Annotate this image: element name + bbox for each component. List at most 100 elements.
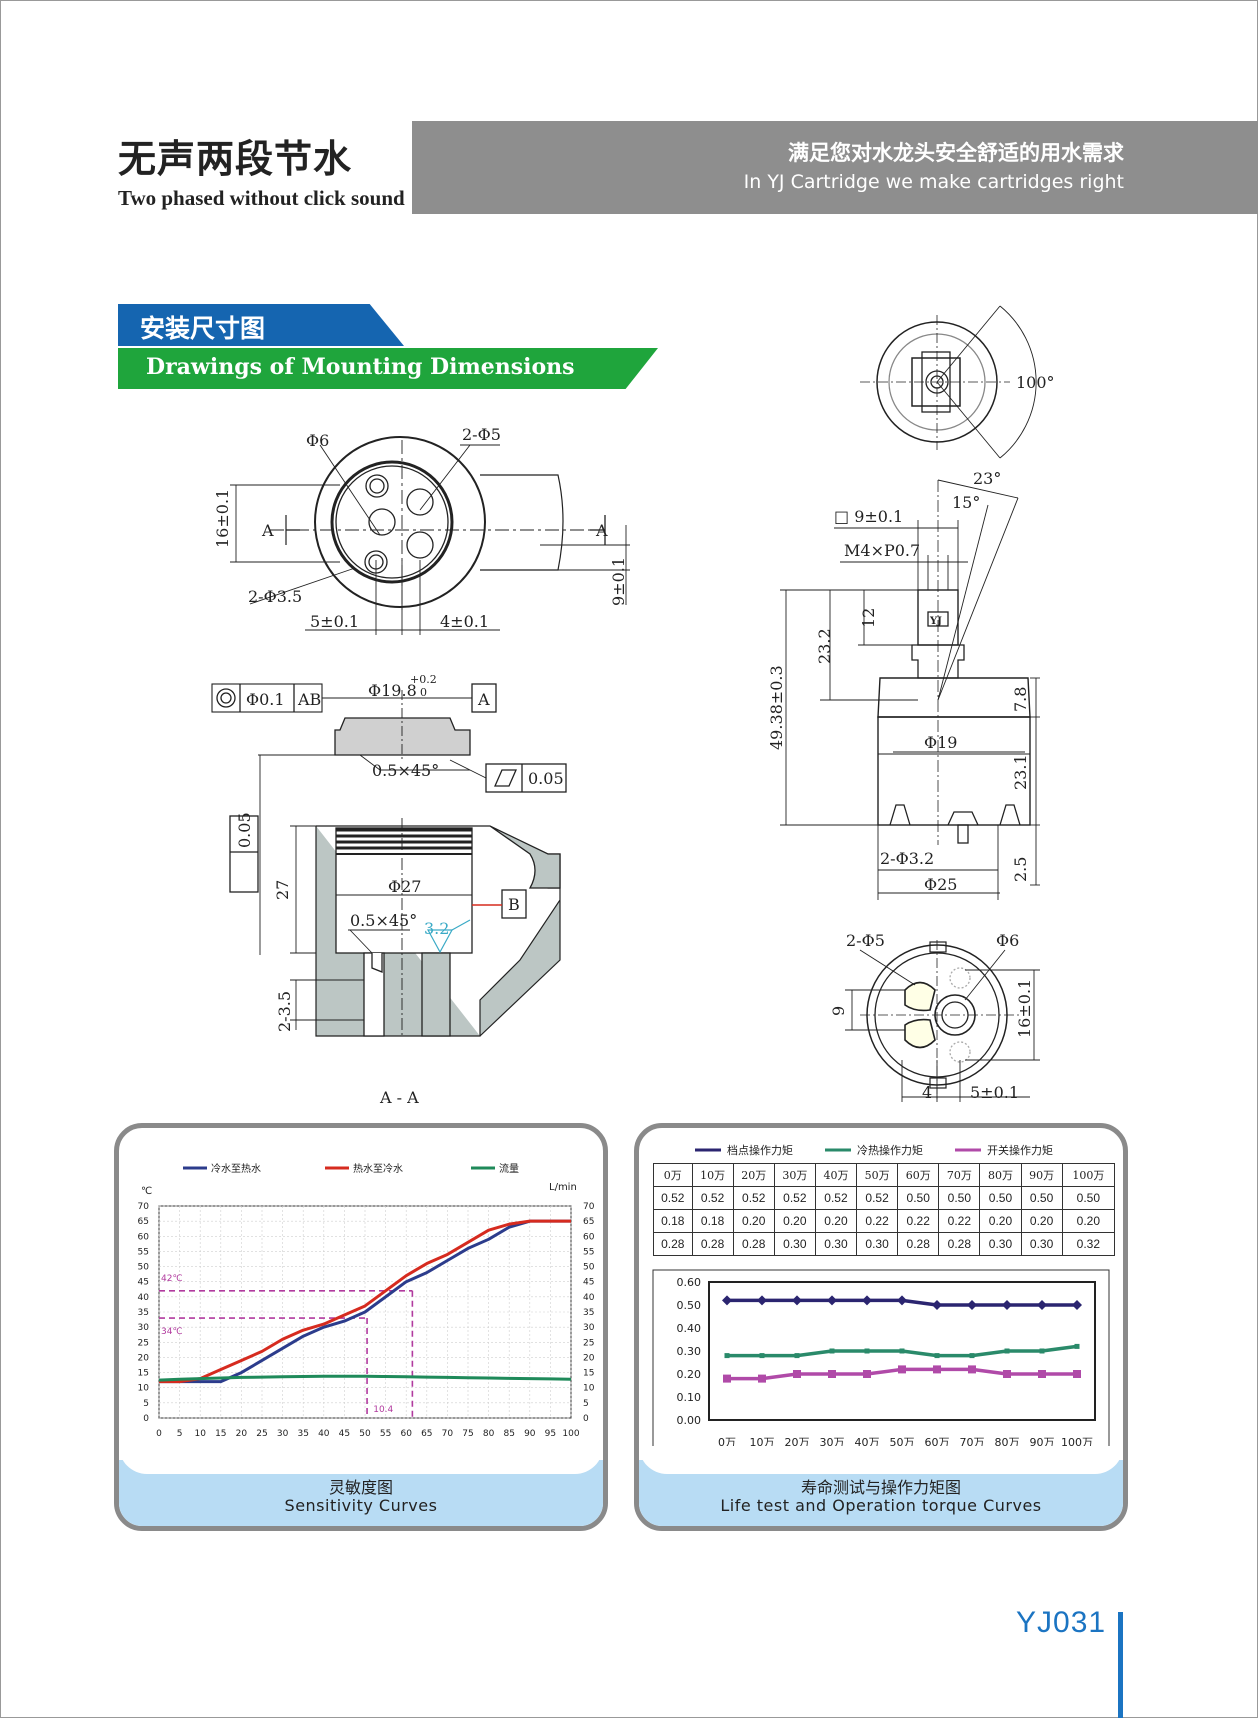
sensitivity-y-tick-left: 30 bbox=[138, 1323, 150, 1333]
sensitivity-x-tick: 5 bbox=[177, 1429, 183, 1439]
page-code: YJ031 bbox=[1016, 1606, 1107, 1639]
torque-point bbox=[794, 1353, 800, 1359]
torque-table-cell: 0.28 bbox=[732, 1232, 775, 1256]
torque-table-cell: 0.32 bbox=[1061, 1232, 1116, 1256]
torque-table-cell: 0.50 bbox=[1020, 1186, 1063, 1210]
torque-table-cell: 0.30 bbox=[1020, 1232, 1063, 1256]
torque-point bbox=[864, 1348, 870, 1354]
torque-table-cell: 0.52 bbox=[814, 1186, 858, 1210]
sensitivity-legend-label: 冷水至热水 bbox=[211, 1162, 261, 1175]
label-bottom-phi6: Φ6 bbox=[996, 931, 1019, 950]
torque-point bbox=[793, 1370, 801, 1378]
sensitivity-x-tick: 60 bbox=[400, 1429, 412, 1439]
torque-table-header: 60万 bbox=[897, 1163, 940, 1187]
annotation-34: 34℃ bbox=[161, 1327, 183, 1337]
torque-point bbox=[1037, 1300, 1047, 1310]
torque-x-tick: 10万 bbox=[750, 1436, 775, 1449]
label-tol-plus: +0.2 bbox=[410, 673, 437, 686]
sensitivity-y-tick-right: 45 bbox=[583, 1278, 594, 1288]
sensitivity-y-tick-right: 60 bbox=[583, 1232, 595, 1242]
label-flatness: 0.05 bbox=[528, 769, 564, 788]
label-78: 7.8 bbox=[1011, 687, 1030, 712]
page-title-cn: 无声两段节水 bbox=[118, 136, 353, 181]
sensitivity-x-tick: 70 bbox=[442, 1429, 454, 1439]
label-thread: M4×P0.7 bbox=[844, 541, 920, 560]
torque-table-header: 20万 bbox=[732, 1163, 775, 1187]
torque-point bbox=[863, 1370, 871, 1378]
sensitivity-y-tick-left: 15 bbox=[138, 1369, 149, 1379]
torque-legend-label: 开关操作力矩 bbox=[987, 1143, 1053, 1157]
sensitivity-y-tick-right: 50 bbox=[583, 1263, 595, 1273]
sensitivity-y-tick-right: 65 bbox=[583, 1217, 594, 1227]
torque-x-tick: 60万 bbox=[925, 1436, 950, 1449]
brand-mark: YJ bbox=[929, 616, 942, 627]
label-bottom-2phi5: 2-Φ5 bbox=[846, 931, 885, 950]
torque-table-header: 90万 bbox=[1020, 1163, 1063, 1187]
torque-point bbox=[933, 1365, 941, 1374]
sensitivity-x-tick: 10 bbox=[194, 1429, 206, 1439]
torque-table-cell: 0.20 bbox=[1020, 1209, 1063, 1233]
sensitivity-x-tick: 0 bbox=[156, 1429, 162, 1439]
torque-point bbox=[827, 1295, 837, 1306]
torque-table-cell: 0.28 bbox=[938, 1232, 981, 1256]
torque-table-cell: 0.50 bbox=[897, 1186, 940, 1210]
sensitivity-y-tick-right: 55 bbox=[583, 1247, 594, 1257]
sensitivity-y-tick-left: 10 bbox=[138, 1384, 150, 1394]
torque-table-header: 100万 bbox=[1061, 1163, 1116, 1187]
label-4: 4±0.1 bbox=[440, 612, 489, 631]
torque-x-tick: 20万 bbox=[785, 1436, 810, 1449]
sensitivity-x-tick: 80 bbox=[483, 1429, 495, 1439]
torque-table-cell: 0.50 bbox=[979, 1186, 1022, 1210]
torque-caption: 寿命测试与操作力矩图 Life test and Operation torqu… bbox=[639, 1446, 1123, 1526]
sensitivity-x-tick: 65 bbox=[421, 1429, 432, 1439]
torque-point bbox=[1038, 1370, 1046, 1378]
label-datum-b: B bbox=[508, 895, 520, 914]
label-square9: □ 9±0.1 bbox=[834, 507, 903, 526]
torque-y-tick: 0.10 bbox=[677, 1391, 702, 1404]
torque-point bbox=[724, 1353, 730, 1359]
sensitivity-x-tick: 40 bbox=[318, 1429, 330, 1439]
sensitivity-y-tick-right: 0 bbox=[583, 1414, 589, 1424]
sensitivity-y-tick-right: 70 bbox=[583, 1202, 595, 1212]
sensitivity-x-tick: 95 bbox=[545, 1429, 556, 1439]
label-depth27: 27 bbox=[273, 880, 292, 900]
torque-legend-label: 冷热操作力矩 bbox=[857, 1143, 923, 1157]
torque-table-cell: 0.30 bbox=[814, 1232, 858, 1256]
torque-legend-label: 档点操作力矩 bbox=[727, 1143, 793, 1157]
torque-point bbox=[723, 1374, 731, 1383]
torque-point bbox=[968, 1365, 976, 1374]
sensitivity-y-tick-left: 60 bbox=[138, 1232, 150, 1242]
sensitivity-y-tick-left: 55 bbox=[138, 1247, 149, 1257]
sensitivity-right-unit: L/min bbox=[549, 1182, 577, 1193]
header-banner: 满足您对水龙头安全舒适的用水需求 In YJ Cartridge we make… bbox=[412, 121, 1258, 214]
torque-table-header: 0万 bbox=[653, 1163, 693, 1187]
sensitivity-y-tick-left: 40 bbox=[138, 1293, 150, 1303]
page-title-en: Two phased without click sound bbox=[118, 186, 405, 210]
sensitivity-left-unit: ℃ bbox=[141, 1186, 152, 1197]
torque-table-header: 50万 bbox=[856, 1163, 899, 1187]
label-datum-ab: AB bbox=[297, 690, 321, 709]
torque-table-cell: 0.52 bbox=[653, 1186, 693, 1210]
section-title-cn: 安装尺寸图 bbox=[140, 314, 266, 343]
sensitivity-y-tick-right: 10 bbox=[583, 1384, 595, 1394]
label-concentric: Φ0.1 bbox=[246, 690, 285, 709]
label-2phi32: 2-Φ3.2 bbox=[880, 849, 934, 868]
section-title-en: Drawings of Mounting Dimensions bbox=[146, 354, 575, 380]
section-heading-en: Drawings of Mounting Dimensions bbox=[118, 348, 658, 389]
torque-x-tick: 40万 bbox=[855, 1436, 880, 1449]
torque-point bbox=[1072, 1300, 1082, 1310]
torque-table-cell: 0.52 bbox=[856, 1186, 899, 1210]
sensitivity-x-tick: 45 bbox=[339, 1429, 350, 1439]
sensitivity-legend-label: 流量 bbox=[499, 1162, 519, 1175]
torque-x-tick: 100万 bbox=[1061, 1436, 1093, 1449]
torque-table-cell: 0.30 bbox=[773, 1232, 816, 1256]
torque-table-cell: 0.52 bbox=[773, 1186, 816, 1210]
label-roughness: 3.2 bbox=[424, 919, 449, 938]
torque-table-header: 70万 bbox=[938, 1163, 981, 1187]
torque-table-cell: 0.28 bbox=[897, 1232, 940, 1256]
torque-table-cell: 0.20 bbox=[773, 1209, 816, 1233]
torque-table-cell: 0.28 bbox=[653, 1232, 693, 1256]
torque-table-cell: 0.20 bbox=[814, 1209, 858, 1233]
